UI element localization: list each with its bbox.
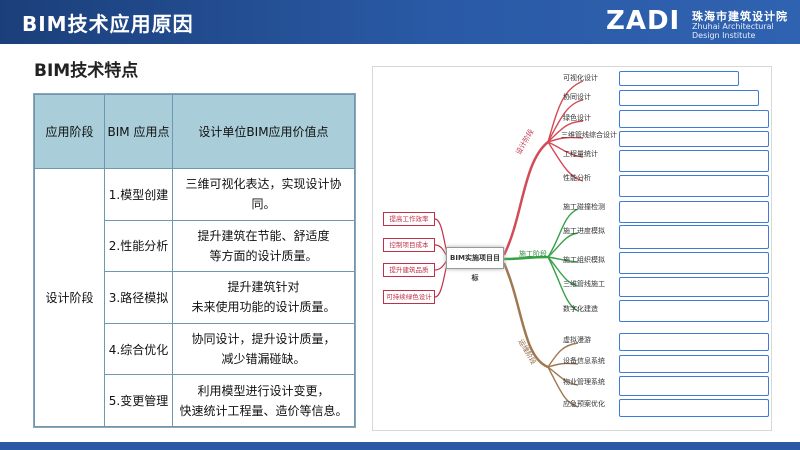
- operation-item-emergency: 应急预案优化: [563, 400, 605, 408]
- logo-chinese-name: 珠海市建筑设计院: [692, 10, 788, 23]
- point-cell: 5.变更管理: [104, 374, 173, 427]
- goal-efficiency: 提高工作效率: [383, 212, 435, 226]
- design-item-green: 绿色设计: [563, 114, 591, 122]
- value-line-1: 提升建筑针对: [227, 280, 300, 295]
- value-cell: 提升建筑针对未来使用功能的设计质量。: [172, 271, 355, 324]
- value-cell: 利用模型进行设计变更， 快速统计工程量、造价等信息。: [172, 374, 355, 427]
- branch-construction: 施工阶段: [519, 250, 547, 258]
- detail-box: [619, 333, 769, 351]
- point-cell: 2.性能分析: [104, 219, 173, 273]
- design-item-quantity: 工程量统计: [563, 150, 598, 158]
- construction-item-schedule: 施工进度模拟: [563, 227, 605, 235]
- detail-box: [619, 90, 759, 106]
- design-item-pipeline: 三维管线综合设计: [561, 131, 617, 139]
- page-title: BIM技术应用原因: [22, 12, 194, 36]
- goal-cost: 控制项目成本: [383, 238, 435, 252]
- value-cell: 三维可视化表达，实现设计协同。: [172, 168, 355, 221]
- detail-box: [619, 150, 769, 172]
- value-cell: 提升建筑在节能、舒适度等方面的设计质量。: [172, 219, 355, 273]
- value-line-1: 提升建筑在节能、舒适度: [197, 228, 330, 243]
- header-point: BIM 应用点: [104, 94, 173, 169]
- detail-box: [619, 71, 739, 86]
- point-cell: 3.路径模拟: [104, 271, 173, 324]
- section-title: BIM技术特点: [34, 61, 139, 81]
- value-line-2: 减少错漏碰缺。: [221, 352, 306, 367]
- construction-item-digital: 数字化建造: [563, 305, 598, 313]
- table-header-row: 应用阶段 BIM 应用点 设计单位BIM应用价值点: [34, 94, 355, 169]
- table-row: 设计阶段 1.模型创建 三维可视化表达，实现设计协同。: [34, 168, 355, 427]
- table-row: 3.路径模拟 提升建筑针对未来使用功能的设计质量。: [35, 271, 355, 324]
- value-line-1: 协同设计，提升设计质量，: [191, 332, 336, 347]
- logo-english-name: Zhuhai Architectural Design Institute: [692, 22, 774, 40]
- design-item-performance: 性能分析: [563, 174, 591, 182]
- construction-item-clash: 施工碰撞检测: [563, 203, 605, 211]
- operation-item-device: 设备信息系统: [563, 357, 605, 365]
- bim-mindmap: 提高工作效率 控制项目成本 提升建筑品质 可持续绿色设计 BIM实施项目目标 设…: [372, 66, 772, 431]
- table-row: 2.性能分析 提升建筑在节能、舒适度等方面的设计质量。: [35, 219, 355, 273]
- header-value: 设计单位BIM应用价值点: [172, 94, 355, 169]
- operation-item-property: 物业管理系统: [563, 378, 605, 386]
- detail-box: [619, 110, 769, 128]
- table-row: 5.变更管理 利用模型进行设计变更， 快速统计工程量、造价等信息。: [35, 374, 355, 427]
- construction-item-pipeline: 三维管线施工: [563, 280, 605, 288]
- logo-mark: ZADI: [606, 6, 681, 36]
- detail-box: [619, 201, 769, 223]
- value-line-1: 利用模型进行设计变更，: [197, 383, 330, 398]
- value-cell: 协同设计，提升设计质量， 减少错漏碰缺。: [172, 322, 355, 376]
- header-bar: BIM技术应用原因 ZADI 珠海市建筑设计院 Zhuhai Architect…: [0, 0, 800, 44]
- point-cell: 4.综合优化: [104, 322, 173, 376]
- design-item-collab: 协同设计: [563, 93, 591, 101]
- detail-box: [619, 175, 769, 197]
- goal-quality: 提升建筑品质: [383, 263, 435, 277]
- detail-box: [619, 399, 769, 417]
- company-logo: ZADI 珠海市建筑设计院 Zhuhai Architectural Desig…: [606, 6, 796, 40]
- value-line-2: 等方面的设计质量。: [209, 248, 318, 263]
- detail-box: [619, 225, 769, 249]
- phase-cell: 设计阶段: [34, 168, 105, 427]
- detail-box: [619, 300, 769, 322]
- footer-bar: [0, 442, 800, 450]
- table-row: 4.综合优化 协同设计，提升设计质量， 减少错漏碰缺。: [35, 322, 355, 376]
- design-item-visual: 可视化设计: [563, 74, 598, 82]
- detail-box: [619, 355, 769, 373]
- construction-item-organize: 施工组织模拟: [563, 256, 605, 264]
- header-phase: 应用阶段: [34, 94, 105, 169]
- point-cell: 1.模型创建: [104, 168, 173, 221]
- detail-box: [619, 277, 769, 297]
- value-line-2: 未来使用功能的设计质量。: [191, 300, 336, 315]
- operation-item-tour: 虚拟漫游: [563, 336, 591, 344]
- value-line-1: 三维可视化表达，实现设计协同。: [185, 177, 342, 212]
- detail-box: [619, 376, 769, 396]
- value-line-2: 快速统计工程量、造价等信息。: [179, 403, 348, 418]
- detail-box: [619, 252, 769, 274]
- mindmap-center: BIM实施项目目标: [446, 247, 504, 282]
- goal-green: 可持续绿色设计: [383, 290, 435, 304]
- detail-box: [619, 131, 769, 147]
- bim-application-table: 应用阶段 BIM 应用点 设计单位BIM应用价值点 设计阶段 1.模型创建 三维…: [33, 93, 356, 428]
